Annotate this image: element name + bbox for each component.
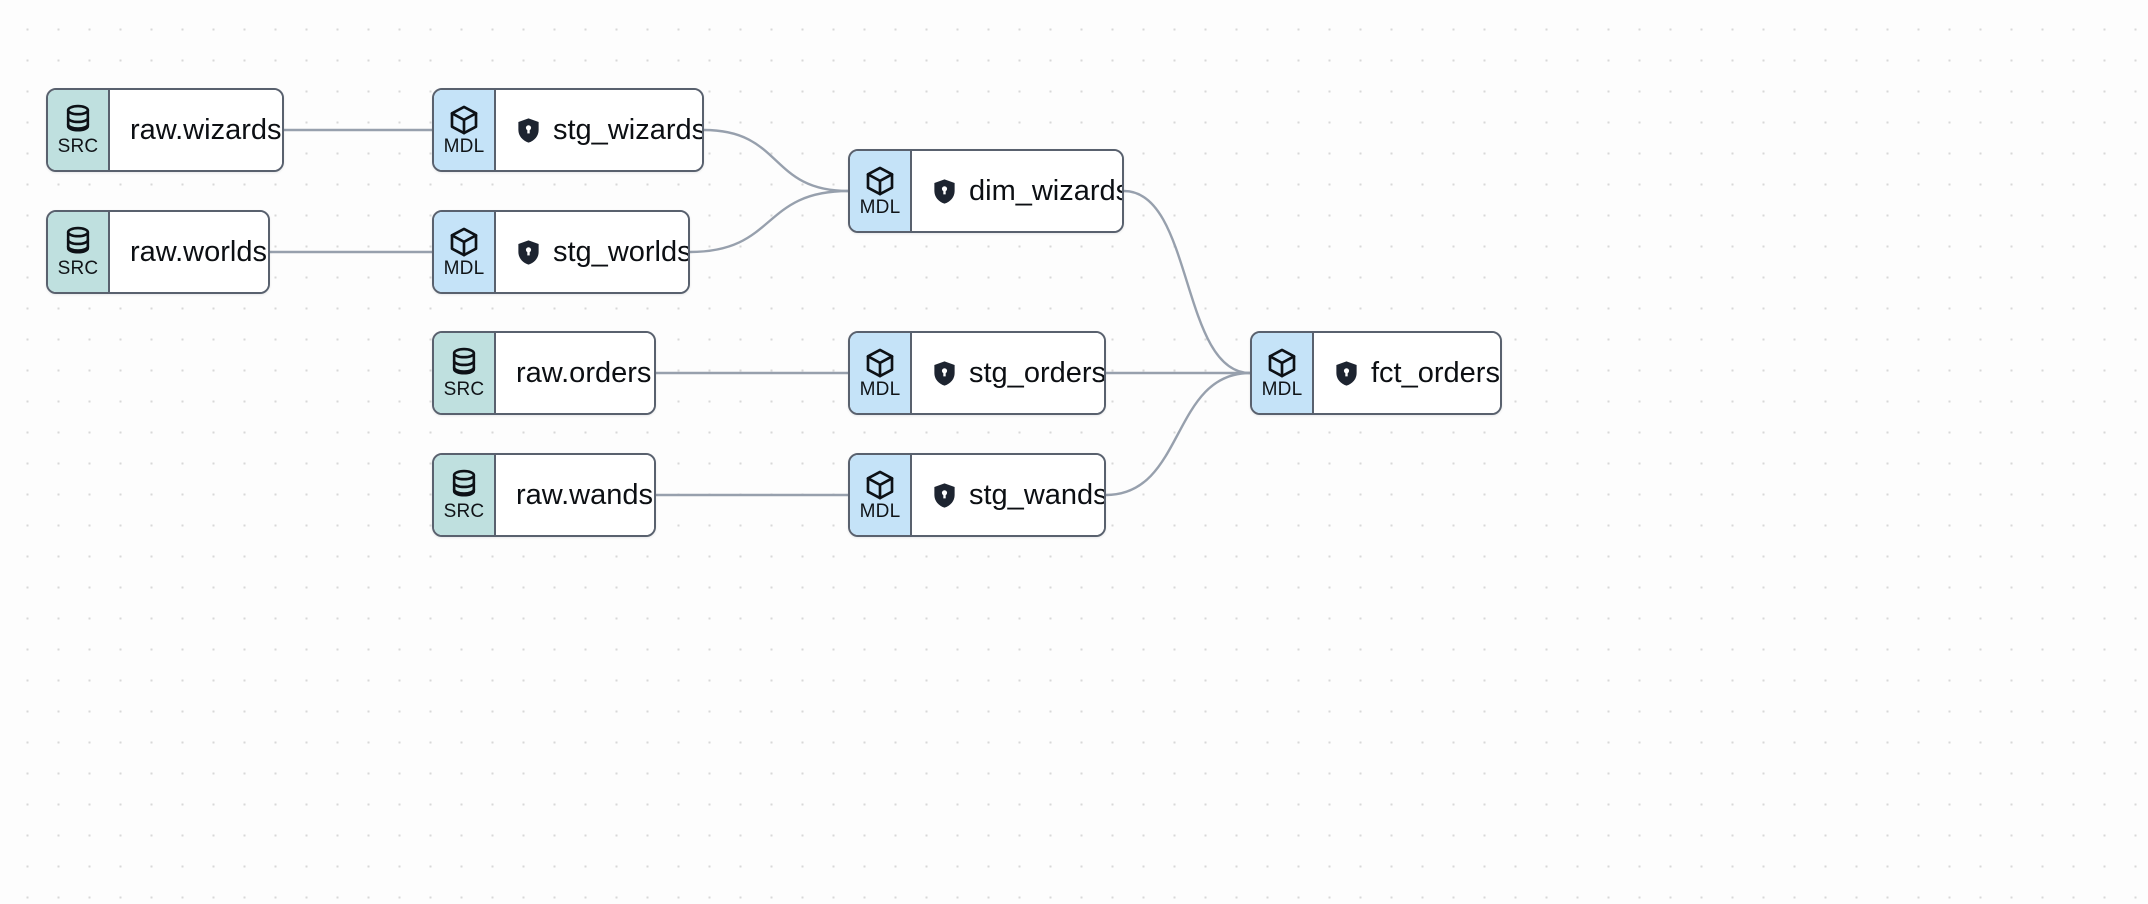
node-badge-label: MDL bbox=[443, 136, 485, 157]
node-label: raw.wands bbox=[516, 478, 654, 511]
node-body: stg_wands bbox=[912, 455, 1106, 535]
node-body: dim_wizards bbox=[912, 151, 1124, 231]
node-badge-label: SRC bbox=[443, 501, 485, 522]
lineage-node-raw_orders[interactable]: SRC raw.orders bbox=[432, 331, 656, 415]
node-badge-label: MDL bbox=[859, 501, 901, 522]
shield-lock-icon bbox=[932, 360, 957, 387]
lineage-node-stg_wands[interactable]: MDL stg_wands bbox=[848, 453, 1106, 537]
lineage-node-stg_orders[interactable]: MDL stg_orders bbox=[848, 331, 1106, 415]
node-badge-label: SRC bbox=[443, 379, 485, 400]
node-badge-mdl: MDL bbox=[1252, 333, 1314, 413]
node-badge-mdl: MDL bbox=[850, 455, 912, 535]
node-label: raw.orders bbox=[516, 356, 652, 389]
node-badge-label: SRC bbox=[57, 258, 99, 279]
lineage-node-fct_orders[interactable]: MDL fct_orders bbox=[1250, 331, 1502, 415]
lineage-edge-stg_wizards-to-dim_wizards bbox=[702, 128, 850, 193]
node-badge-label: SRC bbox=[57, 136, 99, 157]
node-badge-mdl: MDL bbox=[850, 333, 912, 413]
shield-lock-icon bbox=[516, 117, 541, 144]
cube-icon bbox=[864, 347, 896, 379]
lineage-node-dim_wizards[interactable]: MDL dim_wizards bbox=[848, 149, 1124, 233]
cube-icon bbox=[864, 469, 896, 501]
node-body: raw.orders bbox=[496, 333, 654, 413]
cube-icon bbox=[448, 104, 480, 136]
lineage-node-raw_wands[interactable]: SRC raw.wands bbox=[432, 453, 656, 537]
database-icon bbox=[63, 226, 93, 258]
node-badge-label: MDL bbox=[443, 258, 485, 279]
node-body: raw.wands bbox=[496, 455, 654, 535]
node-label: stg_wands bbox=[969, 478, 1106, 511]
database-icon bbox=[449, 347, 479, 379]
cube-icon bbox=[864, 165, 896, 197]
node-body: stg_wizards bbox=[496, 90, 704, 170]
node-body: stg_orders bbox=[912, 333, 1106, 413]
lineage-node-stg_wizards[interactable]: MDL stg_wizards bbox=[432, 88, 704, 172]
node-badge-label: MDL bbox=[859, 379, 901, 400]
node-body: raw.worlds bbox=[110, 212, 268, 292]
lineage-node-raw_worlds[interactable]: SRC raw.worlds bbox=[46, 210, 270, 294]
cube-icon bbox=[448, 226, 480, 258]
lineage-edge-stg_wands-to-fct_orders bbox=[1104, 371, 1252, 497]
node-label: stg_wizards bbox=[553, 113, 704, 146]
shield-lock-icon bbox=[516, 239, 541, 266]
node-badge-mdl: MDL bbox=[434, 90, 496, 170]
node-body: fct_orders bbox=[1314, 333, 1500, 413]
node-label: stg_orders bbox=[969, 356, 1106, 389]
node-badge-src: SRC bbox=[434, 455, 496, 535]
database-icon bbox=[449, 469, 479, 501]
cube-icon bbox=[1266, 347, 1298, 379]
node-badge-mdl: MDL bbox=[850, 151, 912, 231]
lineage-node-stg_worlds[interactable]: MDL stg_worlds bbox=[432, 210, 690, 294]
lineage-node-raw_wizards[interactable]: SRC raw.wizards bbox=[46, 88, 284, 172]
node-label: dim_wizards bbox=[969, 174, 1124, 207]
node-badge-src: SRC bbox=[48, 90, 110, 170]
node-badge-label: MDL bbox=[1261, 379, 1303, 400]
shield-lock-icon bbox=[1334, 360, 1359, 387]
shield-lock-icon bbox=[932, 178, 957, 205]
node-label: fct_orders bbox=[1371, 356, 1500, 389]
node-badge-src: SRC bbox=[48, 212, 110, 292]
lineage-edge-stg_worlds-to-dim_wizards bbox=[688, 189, 850, 254]
node-label: stg_worlds bbox=[553, 235, 690, 268]
node-label: raw.wizards bbox=[130, 113, 282, 146]
node-body: raw.wizards bbox=[110, 90, 282, 170]
database-icon bbox=[63, 104, 93, 136]
node-body: stg_worlds bbox=[496, 212, 690, 292]
node-badge-src: SRC bbox=[434, 333, 496, 413]
node-badge-label: MDL bbox=[859, 197, 901, 218]
node-badge-mdl: MDL bbox=[434, 212, 496, 292]
lineage-edge-dim_wizards-to-fct_orders bbox=[1122, 189, 1252, 375]
shield-lock-icon bbox=[932, 482, 957, 509]
node-label: raw.worlds bbox=[130, 235, 267, 268]
